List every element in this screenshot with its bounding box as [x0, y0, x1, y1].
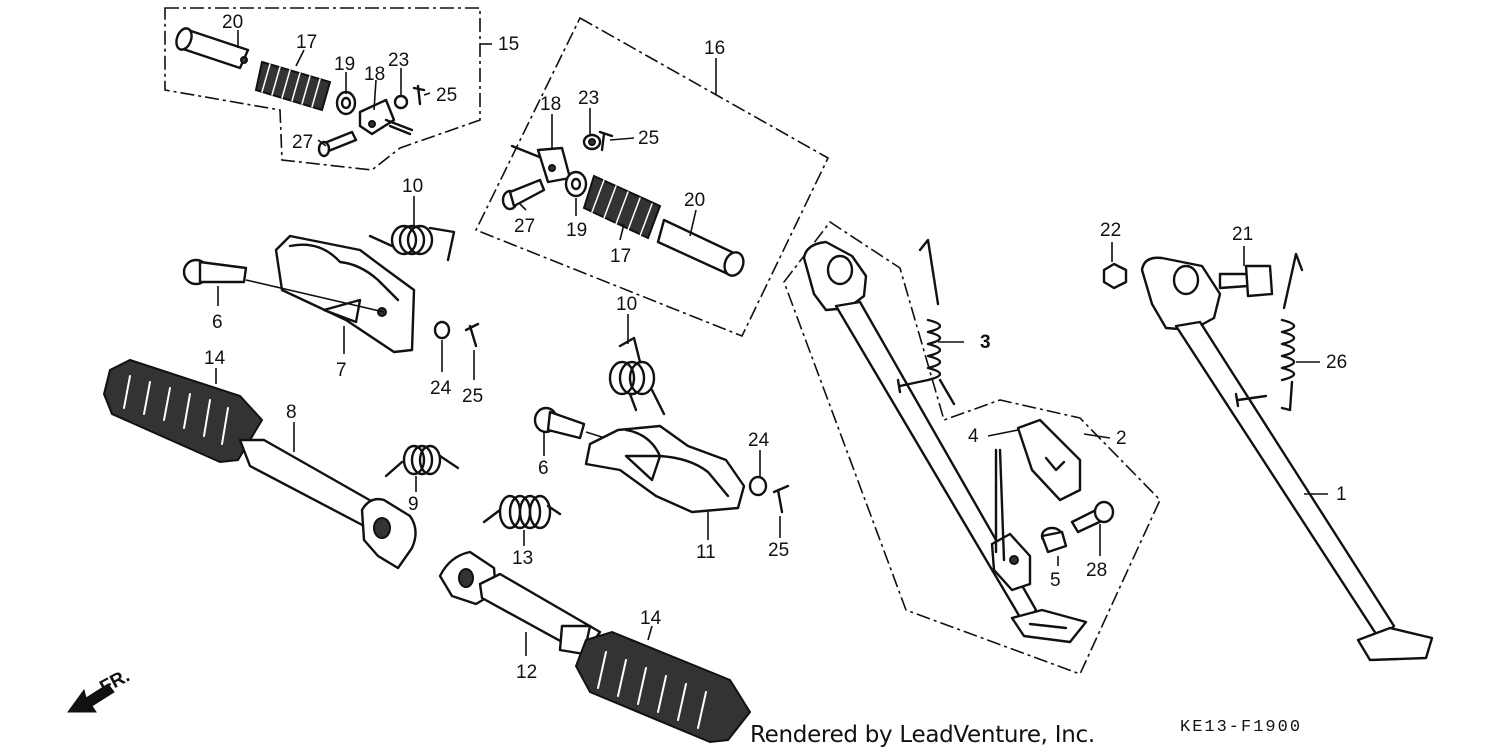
callout-9: 9	[408, 494, 419, 515]
bracket-18-upper	[358, 98, 414, 136]
bracket-4	[1016, 418, 1082, 502]
callout-24-upper: 24	[430, 378, 452, 399]
callout-7: 7	[336, 360, 347, 381]
pin-6-upper	[182, 258, 385, 313]
step-rubber-14-left	[102, 358, 264, 464]
peg-pin-20-middle	[656, 218, 745, 277]
spring-3	[918, 238, 956, 406]
bolt-27-middle	[501, 178, 546, 211]
callout-1: 1	[1336, 484, 1347, 505]
bracket-plate	[990, 532, 1032, 592]
callout-22: 22	[1100, 220, 1121, 241]
callout-25-left: 25	[462, 386, 483, 407]
callout-25-lower: 25	[768, 540, 789, 561]
spring-9	[384, 444, 460, 478]
callout-11: 11	[696, 542, 716, 563]
pivot-pin-right	[1234, 392, 1268, 408]
step-rubber-14-right	[574, 630, 752, 744]
callout-19-middle: 19	[566, 220, 587, 241]
callout-27-middle: 27	[514, 216, 535, 237]
callout-21: 21	[1232, 224, 1253, 245]
side-stand-1	[1140, 256, 1434, 662]
nut-22	[1102, 262, 1128, 290]
step-7	[274, 234, 416, 354]
bolt-28	[1070, 500, 1115, 534]
callout-20-upper: 20	[222, 12, 243, 33]
peg-pin-20-upper	[175, 27, 250, 70]
spring-13	[482, 494, 562, 530]
bracket-18-middle	[510, 144, 572, 184]
nut-23-middle	[582, 133, 602, 151]
callout-13: 13	[512, 548, 533, 569]
callout-14-right: 14	[640, 608, 662, 629]
nut-23-upper	[393, 94, 409, 110]
step-11	[584, 424, 746, 514]
callout-18-middle: 18	[540, 94, 561, 115]
washer-19-middle	[564, 170, 588, 198]
callout-2: 2	[1116, 428, 1127, 449]
side-stand-left	[802, 240, 1088, 644]
callout-18-upper: 18	[364, 64, 385, 85]
cotter-pin-25-left	[464, 322, 480, 348]
cotter-pin-25-upper	[412, 84, 426, 106]
callout-14-left: 14	[204, 348, 226, 369]
washer-19-upper	[335, 90, 357, 116]
callout-20-middle: 20	[684, 190, 705, 211]
spring-26	[1280, 252, 1304, 412]
callout-5: 5	[1050, 570, 1061, 591]
callout-23-upper: 23	[388, 50, 409, 71]
side-stand-group-border	[783, 220, 1161, 676]
callout-6-lower: 6	[538, 458, 549, 479]
washer-24-lower	[748, 475, 768, 497]
callout-17-upper: 17	[296, 32, 317, 53]
front-direction-arrow-icon: FR.	[67, 666, 133, 713]
callout-6-upper: 6	[212, 312, 223, 333]
step-bar-8	[238, 438, 417, 570]
washer-24-upper	[433, 320, 451, 340]
render-credit: Rendered by LeadVenture, Inc.	[750, 722, 1095, 748]
callout-23-middle: 23	[578, 88, 599, 109]
peg-rubber-17-middle	[582, 174, 662, 240]
diagram-code: KE13-F1900	[1180, 718, 1303, 737]
callout-15: 15	[498, 34, 519, 55]
callout-16: 16	[704, 38, 725, 59]
group-16-border	[474, 16, 830, 338]
collar-5	[1040, 526, 1068, 554]
callout-4: 4	[968, 426, 979, 447]
callout-25-middle: 25	[638, 128, 659, 149]
peg-rubber-17-upper	[254, 60, 332, 112]
bolt-21	[1218, 264, 1274, 298]
callout-28: 28	[1086, 560, 1107, 581]
callout-12: 12	[516, 662, 537, 683]
step-bar-12	[438, 550, 602, 656]
callout-3: 3	[980, 332, 991, 353]
callout-17-middle: 17	[610, 246, 631, 267]
callout-25-upper: 25	[436, 85, 457, 106]
group-15-border	[164, 7, 481, 171]
callout-10-lower: 10	[616, 294, 637, 315]
callout-8: 8	[286, 402, 297, 423]
callout-10-upper: 10	[402, 176, 423, 197]
cotter-pin-25-middle	[598, 130, 614, 152]
bolt-27-upper	[317, 130, 358, 158]
spring-10-upper	[368, 224, 456, 262]
callout-26: 26	[1326, 352, 1347, 373]
cotter-pin-25-right	[772, 484, 790, 514]
callout-27-upper: 27	[292, 132, 313, 153]
spring-10-lower	[608, 336, 666, 416]
pivot-pin-left	[896, 378, 930, 394]
callout-24-lower: 24	[748, 430, 770, 451]
callout-19-upper: 19	[334, 54, 355, 75]
